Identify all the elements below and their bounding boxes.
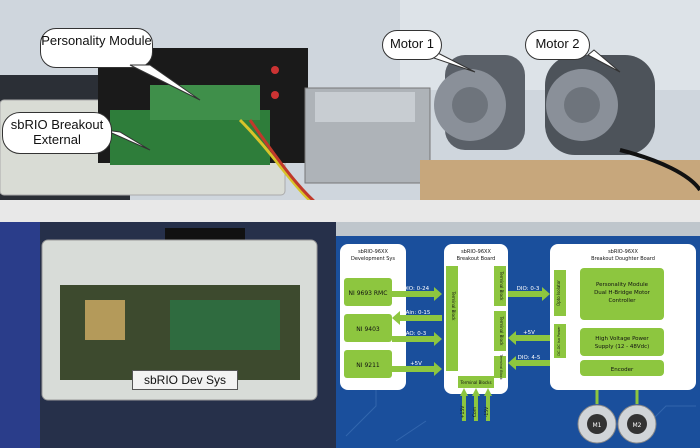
signal-dio-03: DIO: 0-3 [517, 286, 540, 292]
terminal-block-right-bot [494, 356, 506, 378]
terminal-blocks-bottom [458, 376, 494, 388]
dev-block-9211 [344, 350, 392, 378]
dev-block-rmc [344, 278, 392, 306]
arrow-15v [460, 388, 468, 421]
encoder-label: Encoder [611, 367, 634, 373]
signal-ao: AO: 0-3 [406, 331, 427, 337]
arrow-ao [392, 332, 442, 346]
callout-sbrio-breakout: sbRIO Breakout External [2, 112, 112, 154]
callout-motor1: Motor 1 [382, 30, 442, 60]
encoder-block [580, 360, 664, 376]
signal-com: Com [472, 407, 478, 417]
terminal-block-right-mid-label: Terminal Block [499, 316, 504, 347]
personality-block [580, 268, 664, 320]
dev-title-1: sbRIO-96XX [358, 249, 388, 255]
callout-motor1-text: Motor 1 [389, 36, 435, 51]
callout-breakout-text: sbRIO Breakout External [10, 117, 104, 147]
signal-neg15v: -15V [484, 406, 490, 417]
opto-isolator-label: Opto Isolator [556, 280, 561, 306]
dev-block-9211-label: NI 9211 [356, 362, 380, 369]
breakout-title-2: Breakout Board [457, 256, 496, 262]
arrow-5v-right [508, 331, 550, 345]
signal-15v: +15V [460, 405, 466, 418]
terminal-block-right-top-label: Terminal Block [499, 271, 504, 302]
dev-block-9403-label: NI 9403 [356, 326, 380, 333]
motor-m2-hub [627, 414, 647, 434]
arrow-dio-left [392, 287, 442, 301]
callout-motor2: Motor 2 [525, 30, 590, 60]
opto-isolator-block [554, 270, 566, 316]
callout-personality-module: Personality Module [40, 28, 153, 68]
callout-motor2-text: Motor 2 [535, 36, 580, 51]
arrow-dio-right [508, 287, 550, 301]
dcdc-block [554, 324, 566, 358]
dcdc-label: DC-DC Iso Power [557, 326, 561, 356]
daughter-title-1: sbRIO-96XX [608, 249, 638, 255]
terminal-block-right-top [494, 266, 506, 306]
breakout-title-1: sbRIO-96XX [461, 249, 491, 255]
personality-line-2: Dual H-Bridge Motor [594, 290, 651, 296]
block-diagram: sbRIO-96XX Development Sys NI 9693 RMC N… [336, 236, 700, 448]
arrow-neg15v [484, 388, 492, 421]
arrow-ain [392, 311, 442, 325]
signal-5v-left: +5V [410, 361, 422, 367]
callout-dev-sys-text: sbRIO Dev Sys [143, 373, 227, 387]
hv-power-block [580, 328, 664, 356]
dev-block-rmc-label: NI 9693 RMC [349, 290, 388, 297]
arrow-5v-left [392, 362, 442, 376]
terminal-blocks-bottom-label: Terminal Blocks [459, 380, 491, 385]
terminal-block-left-label: Terminal Block [451, 291, 456, 322]
daughter-title-2: Breakout Doughter Board [591, 256, 655, 262]
callout-personality-text: Personality Module [41, 33, 152, 48]
signal-5v-right: +5V [523, 330, 535, 336]
terminal-block-right-bot-label: Terminal Block [499, 353, 503, 380]
arrow-com [472, 388, 480, 421]
dev-title-2: Development Sys [351, 256, 395, 262]
callout-dev-sys: sbRIO Dev Sys [132, 370, 238, 390]
personality-line-3: Controller [608, 298, 636, 304]
motor-m1-hub [587, 414, 607, 434]
signal-dio-45: DIO: 4-5 [518, 355, 541, 361]
hv-power-line-1: High Voltage Power [595, 336, 649, 342]
terminal-block-left [446, 266, 458, 371]
terminal-block-right-mid [494, 311, 506, 351]
motor-m2-label: M2 [633, 422, 642, 429]
personality-line-1: Personality Module [596, 282, 649, 288]
breakout-board-box [444, 244, 508, 394]
signal-ain: Ain: 0-15 [406, 310, 431, 316]
signal-dio-024: DIO: 0-24 [403, 286, 430, 292]
motor-m1-label: M1 [593, 422, 602, 429]
dev-block-9403 [344, 314, 392, 342]
arrow-dio-45 [508, 356, 550, 370]
hv-power-line-2: Supply (12 - 48Vdc) [595, 344, 650, 350]
